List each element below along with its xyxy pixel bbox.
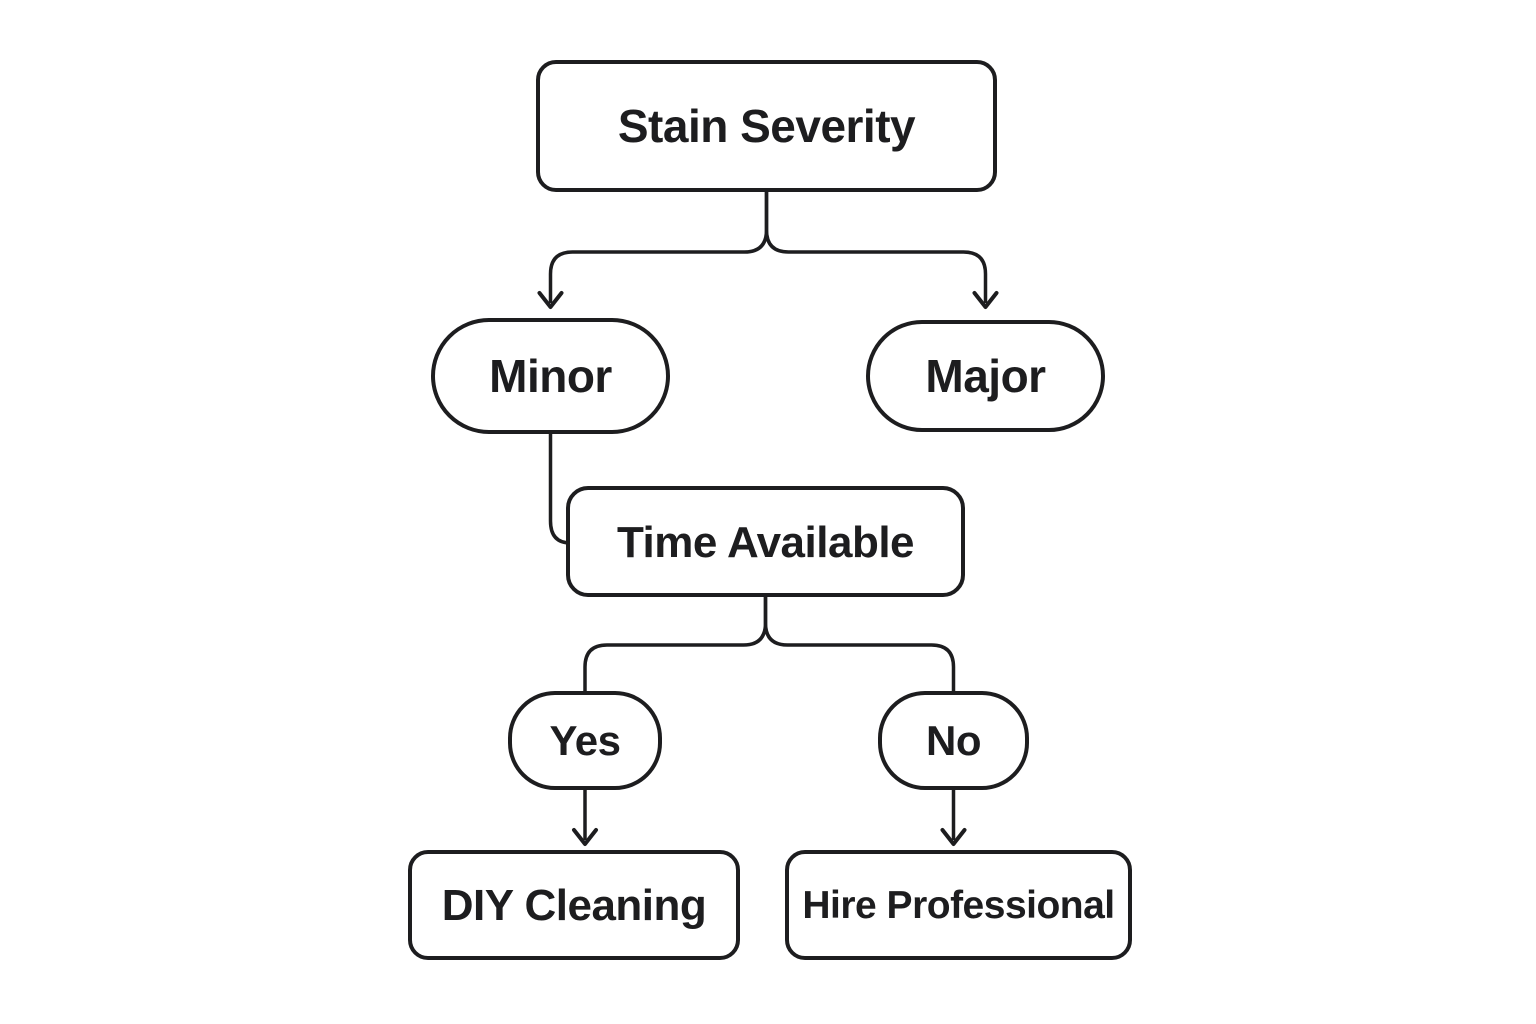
edge-root-minor <box>548 190 769 303</box>
node-yes-shape <box>508 691 662 790</box>
edge-root-major <box>764 190 988 303</box>
arrowhead-minor-icon <box>537 291 564 309</box>
node-no: No <box>878 691 1029 790</box>
edge-time-no <box>763 595 956 694</box>
node-diy-cleaning: DIY Cleaning <box>408 850 740 960</box>
node-time-available: Time Available <box>566 486 965 597</box>
node-hire-professional-label: Hire Professional <box>802 884 1114 927</box>
node-major-shape <box>866 320 1105 432</box>
node-minor-label: Minor <box>489 350 612 402</box>
node-diy-cleaning-shape <box>408 850 740 960</box>
node-stain-severity: Stain Severity <box>536 60 997 192</box>
arrowhead-diy-icon <box>572 828 598 846</box>
arrowhead-major-icon <box>972 291 999 309</box>
node-no-label: No <box>926 717 981 764</box>
edge-group <box>537 190 999 846</box>
node-hire-professional: Hire Professional <box>785 850 1132 960</box>
node-time-available-shape <box>566 486 965 597</box>
arrowhead-hire-icon <box>940 828 967 846</box>
node-diy-cleaning-label: DIY Cleaning <box>442 881 707 930</box>
node-yes: Yes <box>508 691 662 790</box>
node-yes-label: Yes <box>550 717 621 764</box>
node-stain-severity-label: Stain Severity <box>618 100 916 152</box>
node-major: Major <box>866 320 1105 432</box>
node-no-shape <box>878 691 1029 790</box>
node-major-label: Major <box>925 350 1046 402</box>
node-hire-professional-shape <box>785 850 1132 960</box>
node-minor-shape <box>431 318 670 434</box>
node-time-available-label: Time Available <box>617 518 914 567</box>
edge-time-yes <box>583 595 768 694</box>
node-minor: Minor <box>431 318 670 434</box>
node-stain-severity-shape <box>536 60 997 192</box>
